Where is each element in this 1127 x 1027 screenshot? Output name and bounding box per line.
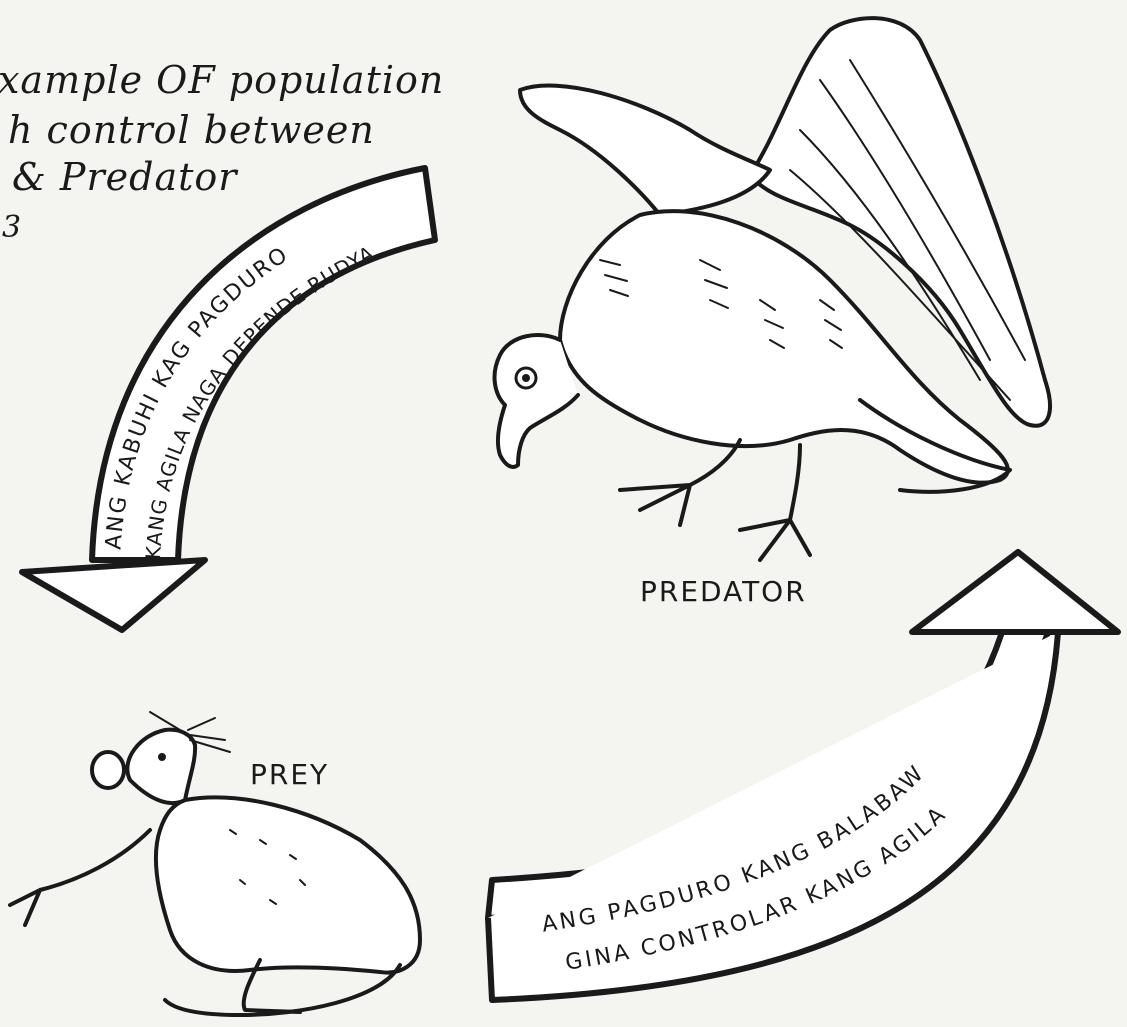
rat-eye <box>158 753 166 761</box>
eagle-illustration <box>495 18 1050 560</box>
down-arrow-body <box>92 168 435 560</box>
rat-ear <box>92 752 124 788</box>
eagle-right-leg <box>740 445 810 560</box>
up-arrow-body-bottom <box>488 632 1058 1000</box>
rat-body <box>156 797 420 972</box>
up-arrow-head <box>912 552 1118 632</box>
up-arrow: ANG PAGDURO KANG BALABAW GINA CONTROLAR … <box>488 552 1118 1000</box>
predator-label: PREDATOR <box>640 575 807 608</box>
down-arrow: ANG KABUHI KAG PAGDURO KANG AGILA NAGA D… <box>22 168 435 630</box>
rat-head <box>127 730 195 803</box>
eagle-left-wing <box>520 86 770 215</box>
prey-label: PREY <box>250 758 329 791</box>
down-arrow-head <box>22 560 205 630</box>
rat-front-leg <box>10 830 150 925</box>
eagle-left-leg <box>620 440 740 525</box>
rat-illustration <box>10 712 420 1015</box>
